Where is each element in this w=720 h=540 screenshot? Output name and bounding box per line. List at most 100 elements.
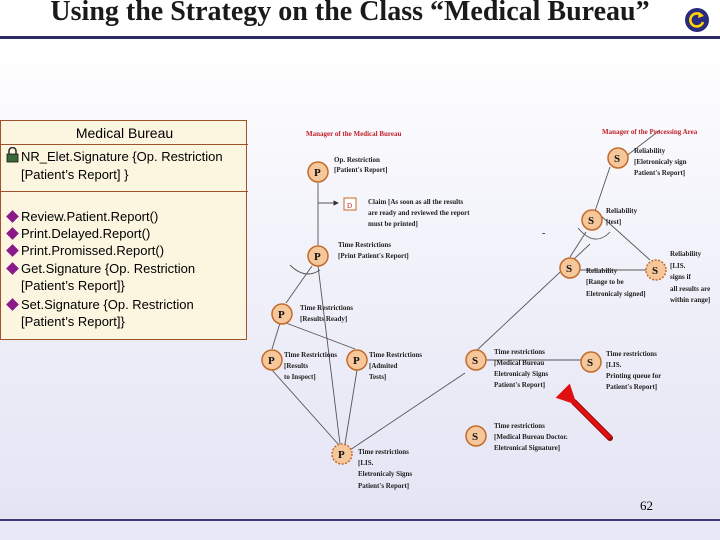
svg-text:Patient's Report]: Patient's Report] bbox=[634, 169, 685, 177]
svg-text:S: S bbox=[587, 357, 593, 369]
svg-text:P: P bbox=[314, 251, 321, 263]
svg-text:Eletronicaly Signs: Eletronicaly Signs bbox=[494, 370, 548, 378]
svg-text:are ready and reviewed the rep: are ready and reviewed the report bbox=[368, 209, 470, 217]
svg-text:Claim [As soon as all the resu: Claim [As soon as all the results bbox=[368, 198, 463, 206]
s-node-doctor-signature: S Time restrictions [Medical Bureau Doct… bbox=[465, 422, 568, 452]
class-name: Medical Bureau bbox=[75, 125, 174, 141]
operation-print-promissed-report: Print.Promissed.Report() bbox=[21, 243, 165, 258]
svg-text:Tests]: Tests] bbox=[369, 373, 386, 381]
svg-text:all results are: all results are bbox=[670, 285, 710, 293]
svg-text:S: S bbox=[614, 153, 620, 165]
highlight-arrow bbox=[555, 383, 613, 441]
svg-text:Reliability: Reliability bbox=[606, 207, 638, 215]
svg-text:Eletronicaly Signs: Eletronicaly Signs bbox=[358, 470, 412, 478]
svg-text:P: P bbox=[314, 167, 321, 179]
s-node-reliability-range: S Reliability [Range to be Eletronicaly … bbox=[559, 257, 646, 298]
svg-text:P: P bbox=[353, 355, 360, 367]
p-node-print-report: P Time Restrictions [Print Patient's Rep… bbox=[307, 241, 409, 267]
svg-text:Time Restrictions: Time Restrictions bbox=[300, 304, 353, 312]
svg-text:Time Restrictions: Time Restrictions bbox=[284, 351, 337, 359]
svg-text:S: S bbox=[566, 263, 572, 275]
title-divider bbox=[0, 36, 720, 39]
operation-print-delayed-report: Print.Delayed.Report() bbox=[21, 226, 151, 241]
svg-text:[Medical Bureau: [Medical Bureau bbox=[494, 359, 544, 367]
svg-text:[Patient's Report]: [Patient's Report] bbox=[334, 166, 387, 174]
svg-text:[test]: [test] bbox=[606, 218, 621, 226]
class-divider bbox=[1, 191, 248, 192]
svg-text:Time Restrictions: Time Restrictions bbox=[338, 241, 391, 249]
svg-text:Eletronical Signature]: Eletronical Signature] bbox=[494, 444, 560, 452]
operation-review-patient-report: Review.Patient.Report() bbox=[21, 209, 159, 224]
svg-text:Op. Restriction: Op. Restriction bbox=[334, 156, 380, 164]
svg-text:Reliability: Reliability bbox=[634, 147, 666, 155]
page-number: 62 bbox=[640, 498, 653, 513]
svg-text:[LIS.: [LIS. bbox=[670, 262, 686, 270]
title-bar: Using the Strategy on the Class “Medical… bbox=[0, 0, 720, 40]
svg-text:Patient's Report]: Patient's Report] bbox=[606, 383, 657, 391]
public-operation-icon bbox=[6, 227, 19, 240]
svg-text:[Results Ready]: [Results Ready] bbox=[300, 315, 347, 323]
svg-text:Time restrictions: Time restrictions bbox=[358, 448, 409, 456]
svg-text:[Results: [Results bbox=[284, 362, 308, 370]
svg-text:S: S bbox=[472, 431, 478, 443]
svg-text:Printing queue for: Printing queue for bbox=[606, 372, 661, 380]
footer-band bbox=[0, 518, 720, 540]
operation-get-signature: Get.Signature {Op. Restriction bbox=[21, 261, 196, 276]
svg-text:P: P bbox=[268, 355, 275, 367]
svg-text:to Inspect]: to Inspect] bbox=[284, 373, 316, 381]
svg-text:Eletronicaly signed]: Eletronicaly signed] bbox=[586, 290, 646, 298]
attribute-line-2: [Patient’s Report] } bbox=[21, 167, 129, 182]
svg-text:Time restrictions: Time restrictions bbox=[494, 348, 545, 356]
header-processing-area: Manager of the Processing Area bbox=[602, 128, 698, 136]
svg-text:[LIS.: [LIS. bbox=[358, 459, 374, 467]
s-node-medical-bureau-signs: S Time restrictions [Medical Bureau Elet… bbox=[465, 348, 548, 389]
svg-text:must be printed]: must be printed] bbox=[368, 220, 418, 228]
svg-text:P: P bbox=[338, 449, 345, 461]
svg-text:[Admited: [Admited bbox=[369, 362, 397, 370]
svg-text:Time restrictions: Time restrictions bbox=[606, 350, 657, 358]
p-node-lis-signs: P Time restrictions [LIS. Eletronicaly S… bbox=[331, 443, 412, 490]
svg-text:D: D bbox=[347, 202, 352, 210]
private-attribute-icon bbox=[6, 147, 19, 163]
svg-text:Patient's Report]: Patient's Report] bbox=[358, 482, 409, 490]
svg-text:Reliability: Reliability bbox=[586, 267, 618, 275]
svg-text:P: P bbox=[278, 309, 285, 321]
svg-text:Time Restrictions: Time Restrictions bbox=[369, 351, 422, 359]
svg-text:S: S bbox=[588, 215, 594, 227]
attribute-line-1: NR_Elet.Signature {Op. Restriction bbox=[21, 149, 223, 164]
svg-text:[Print Patient's Report]: [Print Patient's Report] bbox=[338, 252, 409, 260]
d-node-claim: D Claim [As soon as all the results are … bbox=[343, 197, 470, 228]
dash-mark: - bbox=[542, 228, 545, 239]
svg-text:[Medical Bureau Doctor.: [Medical Bureau Doctor. bbox=[494, 433, 568, 441]
s-node-reliability-test: S Reliability [test] bbox=[581, 207, 638, 231]
svg-text:within range]: within range] bbox=[670, 296, 710, 304]
p-node-results-inspect: P Time Restrictions [Results to Inspect] bbox=[261, 349, 337, 381]
svg-text:[Eletronicaly sign: [Eletronicaly sign bbox=[634, 158, 687, 166]
svg-text:[Range to be: [Range to be bbox=[586, 278, 624, 286]
header-medical-bureau: Manager of the Medical Bureau bbox=[306, 130, 402, 138]
s-node-lis-printing-queue: S Time restrictions [LIS. Printing queue… bbox=[580, 350, 661, 391]
public-operation-icon bbox=[6, 298, 19, 311]
operation-set-signature-cont: [Patient’s Report]} bbox=[21, 314, 125, 329]
p-node-admited-tests: P Time Restrictions [Admited Tests] bbox=[346, 349, 422, 381]
p-node-results-ready: P Time Restrictions [Results Ready] bbox=[271, 303, 353, 325]
p-node-op-restriction: P Op. Restriction [Patient's Report] bbox=[307, 156, 387, 183]
svg-text:[LIS.: [LIS. bbox=[606, 361, 622, 369]
svg-text:Reliability: Reliability bbox=[670, 250, 702, 258]
public-operation-icon bbox=[6, 210, 19, 223]
public-operation-icon bbox=[6, 244, 19, 257]
operation-set-signature: Set.Signature {Op. Restriction bbox=[21, 297, 194, 312]
svg-text:signs if: signs if bbox=[670, 273, 691, 281]
slide-title: Using the Strategy on the Class “Medical… bbox=[50, 0, 650, 27]
class-box-medical-bureau: Medical Bureau NR_Elet.Signature {Op. Re… bbox=[0, 120, 248, 340]
svg-text:Patient's Report]: Patient's Report] bbox=[494, 381, 545, 389]
footer-divider bbox=[0, 519, 720, 521]
svg-text:S: S bbox=[472, 355, 478, 367]
operation-get-signature-cont: [Patient’s Report]} bbox=[21, 278, 125, 293]
s-node-reliability-lis: S Reliability [LIS. signs if all results… bbox=[645, 250, 710, 304]
refresh-icon[interactable] bbox=[683, 6, 711, 34]
svg-text:S: S bbox=[652, 265, 658, 277]
s-node-reliability-sign: S Reliability [Eletronicaly sign Patient… bbox=[607, 147, 687, 177]
svg-text:Time restrictions: Time restrictions bbox=[494, 422, 545, 430]
strategy-diagram: Manager of the Medical Bureau Manager of… bbox=[250, 120, 720, 500]
